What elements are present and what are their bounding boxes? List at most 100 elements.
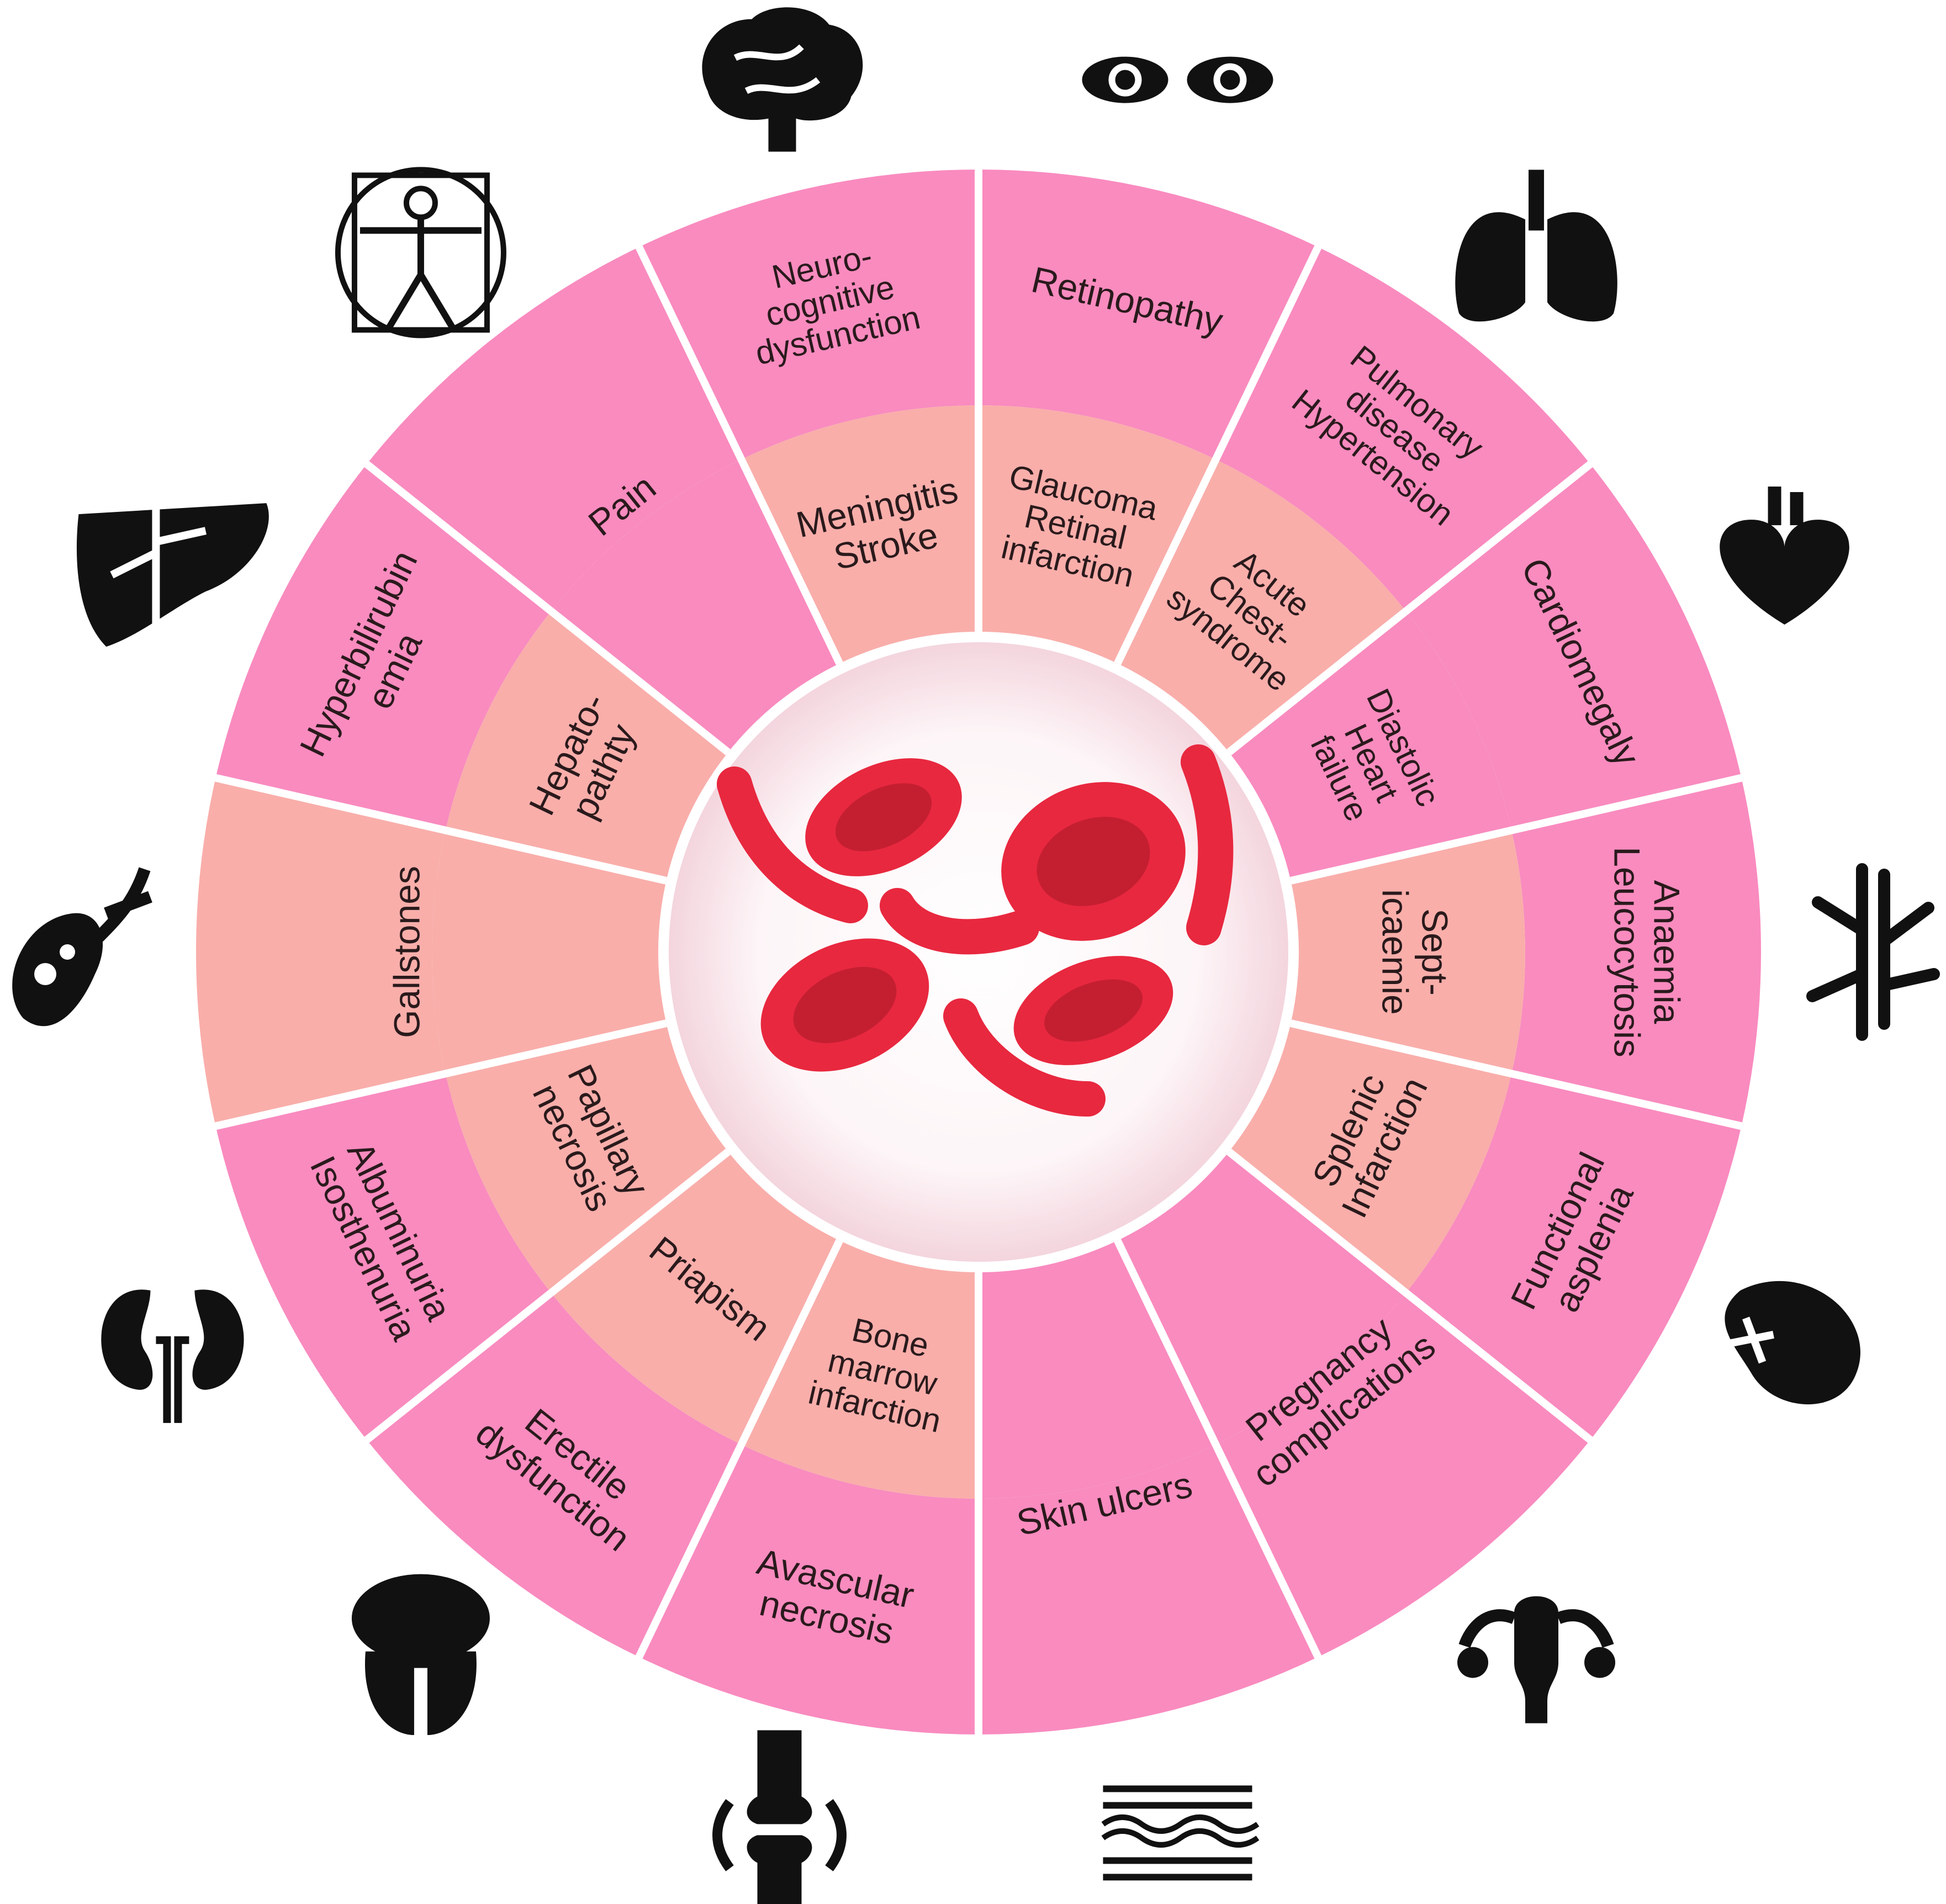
gallbladder-shape xyxy=(12,913,103,1027)
heart-icon xyxy=(1720,486,1849,625)
segment-outer-liver xyxy=(214,463,551,831)
segment-outer-neuro xyxy=(638,168,979,460)
segment-outer-renal xyxy=(214,1073,551,1441)
segment-outer-pain xyxy=(365,245,742,611)
pupil xyxy=(1220,70,1240,90)
cell-center xyxy=(1044,979,1143,1042)
segment-outer-spleen xyxy=(1406,1073,1743,1441)
prostate-icon xyxy=(351,1574,490,1768)
ureters xyxy=(156,1336,189,1423)
vitruvian-man-icon xyxy=(335,167,506,339)
segment-inner-skin xyxy=(979,1240,1216,1499)
hepatic-vessels xyxy=(110,509,207,669)
brain-folds xyxy=(733,44,821,94)
segment-divider xyxy=(212,773,668,885)
segment-divider xyxy=(1289,773,1745,885)
segment-inner-neuro xyxy=(741,405,979,664)
label-outer-gallbladder: Gallstones xyxy=(386,866,427,1038)
right-lung xyxy=(1547,212,1617,322)
segment-outer-skin xyxy=(979,1444,1319,1736)
segment-outer-gallbladder xyxy=(194,778,446,1126)
segment-inner-retinopathy xyxy=(979,405,1216,664)
blood-vessels-icon xyxy=(1806,863,1940,1041)
segment-inner-spleen xyxy=(1229,1023,1512,1293)
segment-divider xyxy=(1114,242,1323,665)
spleen-hilum xyxy=(1717,1316,1774,1364)
uterus-icon xyxy=(1457,1596,1616,1723)
lungs-icon xyxy=(1455,170,1617,322)
spleen-shape xyxy=(1725,1281,1860,1405)
segment-divider xyxy=(634,1239,843,1662)
vessel-branches xyxy=(1806,863,1940,1041)
fallopian-tubes xyxy=(1458,1609,1614,1648)
segment-inner-gallbladder xyxy=(431,830,667,1074)
bladder xyxy=(351,1574,490,1663)
kidneys-icon xyxy=(101,1289,244,1423)
segment-outer-priapism xyxy=(365,1293,742,1659)
sickle-cell xyxy=(1181,744,1234,945)
right-kidney xyxy=(192,1289,244,1390)
segment-divider xyxy=(1114,1239,1323,1662)
segment-divider xyxy=(212,1019,668,1131)
segment-outer-pulmonary xyxy=(1215,245,1592,611)
figure-body xyxy=(359,219,482,332)
skin-layer-line xyxy=(1103,1857,1252,1864)
segment-inner-cardiac xyxy=(1229,611,1512,881)
segment-divider xyxy=(1289,1019,1745,1131)
segment-outer-pregnancy xyxy=(1215,1293,1592,1659)
skin-layer-line xyxy=(1103,1874,1252,1881)
segment-inner-pulmonary xyxy=(1117,459,1406,753)
aorta xyxy=(1768,486,1781,526)
segment-outer-blood xyxy=(1511,778,1763,1126)
label-line: Anaemia xyxy=(1647,880,1688,1024)
cell-center xyxy=(793,966,897,1044)
sickle-cell xyxy=(943,998,1106,1117)
left-ovary xyxy=(1457,1647,1489,1678)
ring-segments xyxy=(193,166,1764,1738)
label-line: icaemie xyxy=(1375,889,1416,1014)
red-blood-cell xyxy=(805,758,962,876)
sickle-cell xyxy=(880,888,1039,955)
segment-inner-liver xyxy=(445,611,728,881)
left-lung xyxy=(1455,212,1526,322)
red-blood-cells-illustration xyxy=(717,744,1234,1117)
segment-outer-cardiac xyxy=(1406,463,1743,831)
label-line: Leucocytosis xyxy=(1607,847,1648,1057)
segment-divider xyxy=(1226,1149,1595,1445)
gallstone xyxy=(60,944,75,960)
sickle-cell xyxy=(717,766,868,923)
segment-inner-priapism xyxy=(551,1151,840,1445)
label-line: Gallstones xyxy=(386,866,427,1038)
spleen-icon xyxy=(1717,1281,1860,1405)
organ-icons xyxy=(12,7,1940,1904)
segment-inner-bone xyxy=(741,1240,979,1499)
tibia xyxy=(747,1835,812,1904)
segment-outer-retinopathy xyxy=(979,168,1319,460)
segment-inner-pain xyxy=(551,459,840,753)
segment-divider xyxy=(634,242,843,665)
segment-divider xyxy=(1226,459,1595,755)
right-ovary xyxy=(1584,1647,1616,1678)
segment-divider xyxy=(362,1149,731,1445)
segment-inner-pregnancy xyxy=(1117,1151,1406,1445)
gallbladder-icon xyxy=(12,867,152,1027)
bile-duct xyxy=(91,867,152,945)
liver-shape xyxy=(76,503,269,647)
label-line: Sept- xyxy=(1415,908,1456,996)
uterus-body xyxy=(1514,1596,1559,1723)
skin-layer-line xyxy=(1103,1802,1252,1809)
left-kidney xyxy=(101,1289,153,1390)
skin-layers-icon xyxy=(1101,1785,1260,1881)
eyes-icon xyxy=(1082,56,1273,103)
cell-center xyxy=(1037,817,1150,906)
red-blood-cell xyxy=(1001,782,1186,941)
trachea xyxy=(1529,170,1545,231)
segment-outer-bone xyxy=(638,1444,979,1736)
gallstone xyxy=(34,963,56,985)
segment-inner-renal xyxy=(445,1023,728,1293)
cell-center xyxy=(835,783,932,851)
urethra xyxy=(414,1668,427,1768)
